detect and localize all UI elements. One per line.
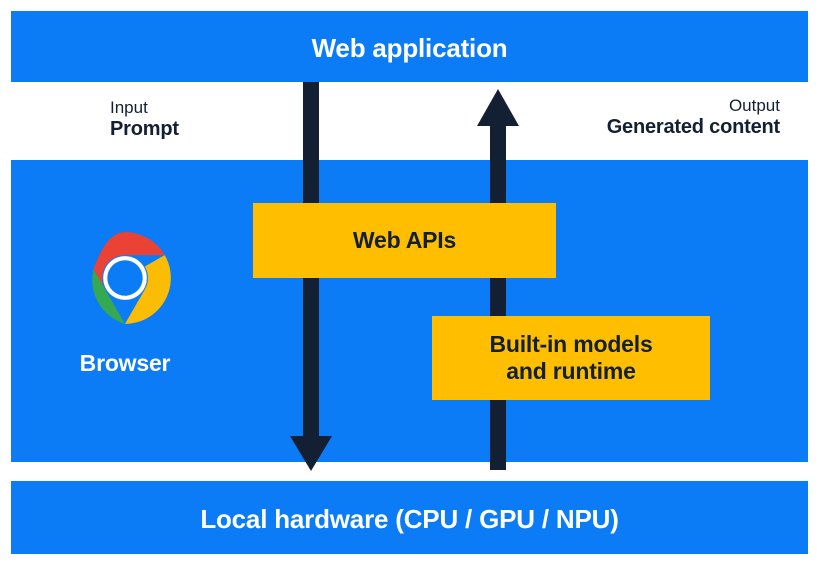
input-value-label: Prompt [110,118,179,141]
web-apis-box: Web APIs [253,203,556,278]
output-value-label: Generated content [606,116,781,139]
browser-label: Browser [79,350,171,376]
built-in-models-box: Built-in models and runtime [432,316,710,400]
web-apis-box-label: Web APIs [352,227,457,254]
web-application-label: Web application [311,33,508,63]
output-kind-label: Output [728,96,780,115]
local-hardware-band: Local hardware (CPU / GPU / NPU) [11,481,808,554]
browser-group: Browser [60,228,190,377]
local-hardware-label: Local hardware (CPU / GPU / NPU) [200,504,619,534]
built-in-models-box-label: Built-in models and runtime [489,331,653,384]
input-label-group: Input Prompt [110,98,179,142]
input-kind-label: Input [110,98,148,117]
web-application-band: Web application [11,11,808,82]
chrome-logo-icon [92,232,171,324]
output-label-group: Output Generated content [606,96,781,140]
